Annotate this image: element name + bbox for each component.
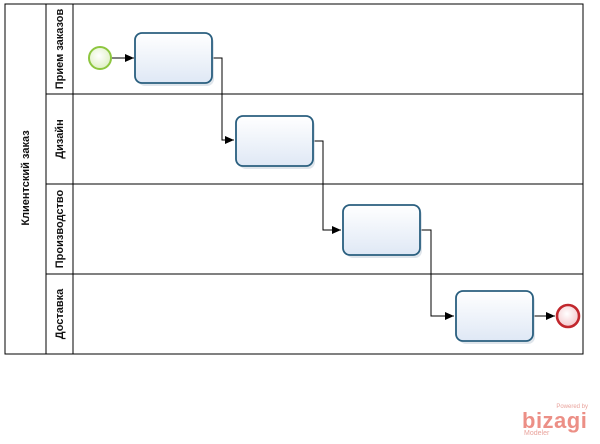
pool-title: Клиентский заказ: [20, 130, 32, 226]
bizagi-watermark: Powered by bizagi Modeler: [522, 404, 594, 438]
flow-task2-to-task3[interactable]: [313, 140, 341, 234]
watermark-modeler: Modeler: [524, 430, 550, 437]
flow-task3-to-task4[interactable]: [420, 229, 454, 320]
lane-label-proizvodstvo: Производство: [54, 189, 66, 269]
watermark-brand: bizagi: [522, 408, 588, 433]
sequence-flows: [112, 54, 555, 320]
lane-label-dostavka: Доставка: [54, 288, 66, 340]
task-1[interactable]: [134, 32, 214, 86]
task-4[interactable]: [455, 290, 535, 344]
watermark-powered-by: Powered by: [556, 404, 588, 410]
end-event[interactable]: [555, 303, 581, 329]
lane-label-dizain: Дизайн: [54, 119, 66, 159]
lane-label-priem-zakazov: Прием заказов: [54, 8, 66, 90]
flow-task1-to-task2[interactable]: [212, 57, 234, 144]
start-event[interactable]: [88, 46, 112, 70]
task-2[interactable]: [235, 115, 315, 169]
task-3[interactable]: [342, 204, 422, 258]
